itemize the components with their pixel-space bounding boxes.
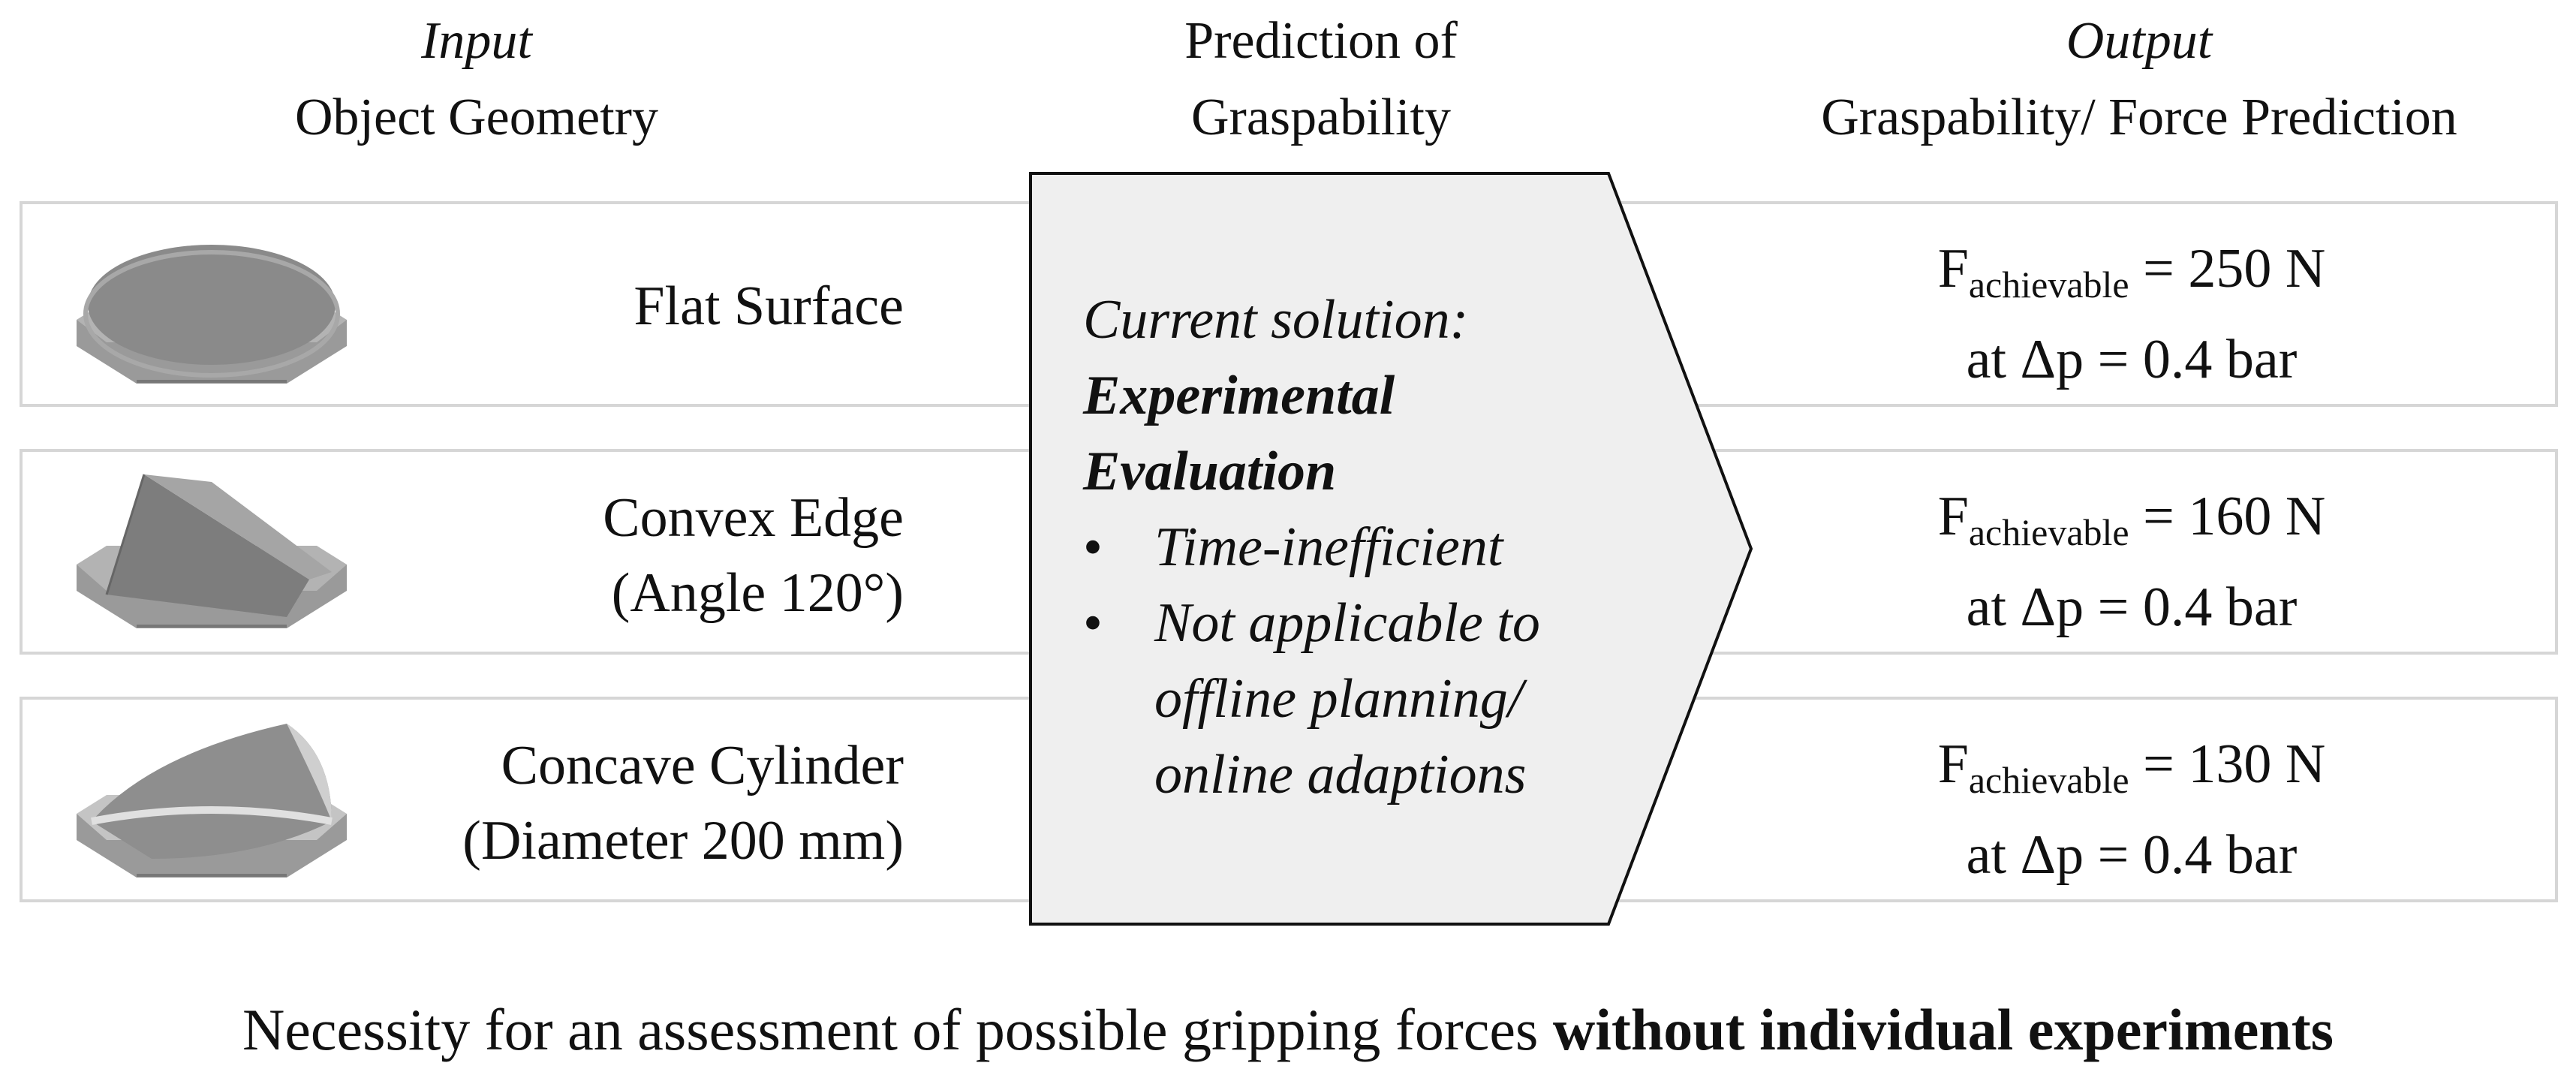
row-3-geometry: Concave Cylinder (Diameter 200 mm) <box>462 728 904 878</box>
drawback-item: • Not applicable to offline planning/onlin… <box>1083 586 1676 813</box>
drawback-item: • Time-inefficient <box>1083 510 1676 586</box>
header-prediction-line2: Graspability <box>1190 89 1452 146</box>
header-input-line2: Object Geometry <box>295 89 658 146</box>
row-1-geometry: Flat Surface <box>633 269 904 344</box>
header-input: Input Object Geometry <box>150 3 803 156</box>
drawback-line: online adaptions <box>1154 744 1527 805</box>
header-prediction-line1: Prediction of <box>1184 12 1458 70</box>
bullet-glyph: • <box>1083 592 1103 654</box>
row-3-pressure: at Δp = 0.4 bar <box>1966 824 2298 886</box>
bullet-glyph: • <box>1083 516 1103 578</box>
header-output-line1: Output <box>2066 12 2213 70</box>
drawback-line: Time-inefficient <box>1154 516 1503 578</box>
method-label: Experimental Evaluation <box>1083 365 1395 502</box>
concave-cylinder-object-icon <box>77 724 347 878</box>
force-value: = 250 N <box>2143 238 2326 300</box>
force-subscript: achievable <box>1968 263 2129 306</box>
row-2-force: Fachievable = 160 N at Δp = 0.4 bar <box>1749 479 2514 645</box>
force-symbol: F <box>1937 486 1969 547</box>
header-output: Output Graspability/ Force Prediction <box>1689 3 2576 156</box>
row-3-force: Fachievable = 130 N at Δp = 0.4 bar <box>1749 727 2514 893</box>
row-2-geometry-line1: Convex Edge <box>603 487 904 549</box>
header-output-line2: Graspability/ Force Prediction <box>1821 89 2457 146</box>
convex-edge-object-icon <box>77 474 347 628</box>
footer-normal-text: Necessity for an assessment of possible … <box>242 997 1553 1062</box>
row-2-geometry-line2: (Angle 120°) <box>611 562 904 624</box>
header-input-line1: Input <box>421 12 532 70</box>
drawback-line: offline planning/ <box>1154 668 1524 730</box>
force-value: = 130 N <box>2143 733 2326 795</box>
row-1-force-line: Fachievable = 250 N <box>1749 231 2514 322</box>
force-subscript: achievable <box>1968 759 2129 801</box>
row-3-geometry-line2: (Diameter 200 mm) <box>462 810 904 872</box>
row-3-force-line: Fachievable = 130 N <box>1749 727 2514 818</box>
footer-bold-text: without individual experiments <box>1552 997 2334 1062</box>
prediction-box-text: Current solution: Experimental Evaluatio… <box>1083 282 1676 813</box>
flat-surface-object-icon <box>77 245 347 384</box>
force-symbol: F <box>1937 733 1969 795</box>
current-solution-label: Current solution: <box>1083 289 1469 351</box>
row-2-geometry: Convex Edge (Angle 120°) <box>603 480 904 631</box>
force-symbol: F <box>1937 238 1969 300</box>
drawback-list: • Time-inefficient • Not applicable to offl… <box>1083 510 1676 813</box>
row-2-force-line: Fachievable = 160 N <box>1749 479 2514 570</box>
row-2-pressure: at Δp = 0.4 bar <box>1966 577 2298 638</box>
prediction-arrow-box <box>1029 172 1753 926</box>
force-value: = 160 N <box>2143 486 2326 547</box>
footer-statement: Necessity for an assessment of possible … <box>0 992 2576 1067</box>
row-1-geometry-line1: Flat Surface <box>633 276 904 337</box>
header-prediction: Prediction of Graspability <box>1051 3 1591 156</box>
force-subscript: achievable <box>1968 511 2129 553</box>
drawback-line: Not applicable to <box>1154 592 1540 654</box>
row-1-force: Fachievable = 250 N at Δp = 0.4 bar <box>1749 231 2514 397</box>
row-1-pressure: at Δp = 0.4 bar <box>1966 329 2298 390</box>
row-3-geometry-line1: Concave Cylinder <box>501 735 904 796</box>
